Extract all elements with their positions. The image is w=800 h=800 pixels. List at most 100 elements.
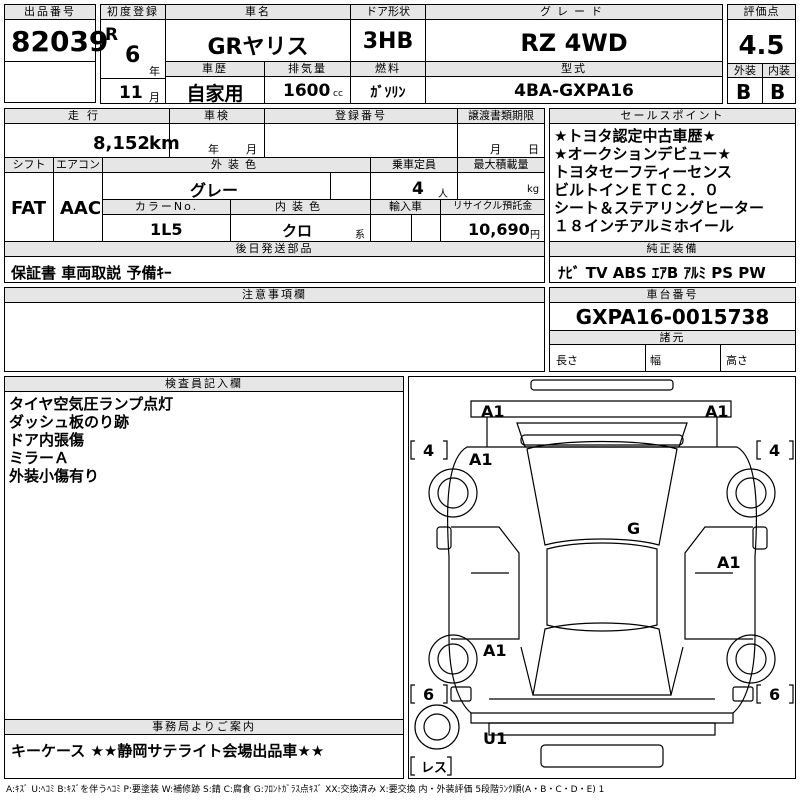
inspection-year-unit: 年 [208, 143, 219, 156]
inspector-note-item: ダッシュ板のり跡 [9, 413, 130, 431]
score-ext-value: B [736, 80, 752, 104]
import-label: 輸入車 [371, 200, 440, 215]
displacement-value: 1600 [283, 81, 331, 101]
model-code-value: 4BA-GXPA16 [514, 81, 634, 101]
inspector-label: 検査員記入欄 [5, 377, 403, 392]
model-code-label: 型式 [426, 62, 722, 77]
dims-height: 高さ [726, 354, 748, 367]
mileage-label: 走行 [5, 109, 169, 124]
first-reg-label: 初度登録 [101, 5, 165, 20]
displacement-label: 排気量 [265, 62, 350, 77]
int-color-unit: 系 [355, 230, 365, 241]
mileage-unit: km [149, 133, 180, 154]
notes-label: 注意事項欄 [5, 288, 544, 303]
mark-u1-spare: U1 [483, 729, 508, 748]
later-parts-box: 後日発送部品 保証書 車両取説 予備ｷｰ [4, 241, 545, 283]
int-color-value: クロ [282, 222, 313, 240]
sales-points-box: セールスポイント ★トヨタ認定中古車歴★★オークションデビュー★トヨタセーフティ… [549, 108, 796, 242]
office-label: 事務局よりご案内 [5, 720, 403, 735]
spare-tire-status: レス [421, 761, 448, 776]
score-int-label: 内装 [762, 63, 795, 78]
ext-color-value: グレー [190, 181, 239, 200]
shift-label: シフト [5, 158, 53, 173]
dims-label: 諸元 [550, 330, 795, 345]
first-reg-month: 11 [119, 83, 143, 103]
office-box: 事務局よりご案内 キーケース ★★静岡サテライト会場出品車★★ [4, 719, 404, 779]
first-reg-era: R [105, 25, 119, 45]
sales-point-item: １８インチアルミホイール [554, 217, 734, 235]
displacement-unit: cc [333, 89, 343, 99]
inspector-note-item: ミラーＡ [9, 449, 70, 467]
color-no-value: 1L5 [150, 220, 183, 239]
lot-number-lower [4, 61, 96, 103]
transfer-box: 譲渡書類期限 月 日 [457, 108, 545, 158]
inspection-label: 車検 [170, 109, 264, 124]
first-reg-box: 初度登録 R 6 年 11 月 [100, 4, 166, 104]
first-reg-year: 6 [125, 43, 141, 68]
recycle-unit: 円 [530, 230, 540, 241]
chassis-value: GXPA16-0015738 [575, 305, 770, 329]
sales-point-item: シート＆ステアリングヒーター [554, 199, 765, 217]
grade-value: RZ 4WD [520, 29, 628, 57]
int-color-label: 内装色 [231, 200, 370, 215]
first-reg-year-unit: 年 [149, 65, 160, 78]
inspector-note-item: ドア内張傷 [9, 431, 85, 449]
car-name-label: 車名 [166, 5, 350, 20]
mileage-box: 走行 8,152 km [4, 108, 180, 158]
sales-points-list: ★トヨタ認定中古車歴★★オークションデビュー★トヨタセーフティーセンスビルトイン… [554, 127, 764, 235]
tire-rear-left-tread: 6 [423, 685, 435, 704]
inspection-month-unit: 月 [246, 143, 257, 156]
sales-points-label: セールスポイント [550, 109, 795, 124]
equipment-box: 純正装備 ﾅﾋﾞ TV ABS ｴｱB ｱﾙﾐ PS PW [549, 241, 796, 283]
reg-no-box: 登録番号 [264, 108, 458, 158]
door-box: ドア形状 3HB [350, 4, 426, 62]
fuel-box: 燃料 ｶﾞｿﾘﾝ [350, 61, 426, 104]
capacity-label: 乗車定員 [371, 158, 457, 173]
later-parts-value: 保証書 車両取説 予備ｷｰ [11, 264, 172, 282]
capacity-value: 4 [412, 179, 424, 199]
car-damage-diagram [410, 379, 794, 776]
car-name-box: 車名 GRヤリス [165, 4, 351, 62]
displacement-box: 排気量 1600 cc [264, 61, 351, 104]
fuel-label: 燃料 [351, 62, 425, 77]
mark-a1-front-left: A1 [481, 402, 505, 421]
chassis-box: 車台番号 GXPA16-0015738 諸元 長さ 幅 高さ [549, 287, 796, 372]
tire-front-right-tread: 4 [769, 441, 781, 460]
sales-point-item: トヨタセーフティーセンス [554, 163, 732, 181]
tire-front-left-tread: 4 [423, 441, 435, 460]
mark-a1-rear-left: A1 [483, 641, 507, 660]
history-label: 車歴 [166, 62, 264, 77]
shift-value: FAT [11, 198, 47, 219]
inspection-box: 車検 年 月 [169, 108, 265, 158]
score-box: 評価点 4.5 外装 内装 B B [727, 4, 796, 104]
score-int-value: B [770, 80, 786, 104]
history-box: 車歴 自家用 [165, 61, 265, 105]
dims-length: 長さ [556, 354, 578, 367]
inspector-note-item: 外装小傷有り [9, 467, 100, 485]
mark-a1-right: A1 [717, 553, 741, 572]
transfer-month-unit: 月 [490, 143, 501, 156]
equipment-label: 純正装備 [550, 242, 795, 257]
ext-color-label: 外装色 [103, 158, 370, 173]
recycle-value: 10,690 [468, 220, 530, 239]
door-value: 3HB [362, 29, 414, 54]
lot-number-box: 出品番号 82039 [4, 4, 108, 62]
grade-label: グレード [426, 5, 722, 20]
max-load-unit: kg [527, 184, 540, 195]
score-ext-label: 外装 [728, 63, 762, 78]
aircon-label: エアコン [54, 158, 102, 173]
max-load-label: 最大積載量 [458, 158, 544, 173]
score-value: 4.5 [738, 31, 785, 61]
office-value: キーケース ★★静岡サテライト会場出品車★★ [11, 742, 325, 760]
mark-g-windshield: G [627, 519, 641, 538]
sales-point-item: ビルトインＥＴＣ２．０ [554, 181, 720, 199]
tire-rear-right-tread: 6 [769, 685, 781, 704]
transfer-day-unit: 日 [528, 143, 539, 156]
mark-a1-left-door: A1 [469, 450, 493, 469]
color-no-label: カラーNo. [103, 200, 230, 215]
mileage-value: 8,152 [93, 133, 150, 154]
door-label: ドア形状 [351, 5, 425, 20]
dims-width: 幅 [650, 354, 661, 367]
model-code-box: 型式 4BA-GXPA16 [425, 61, 723, 104]
